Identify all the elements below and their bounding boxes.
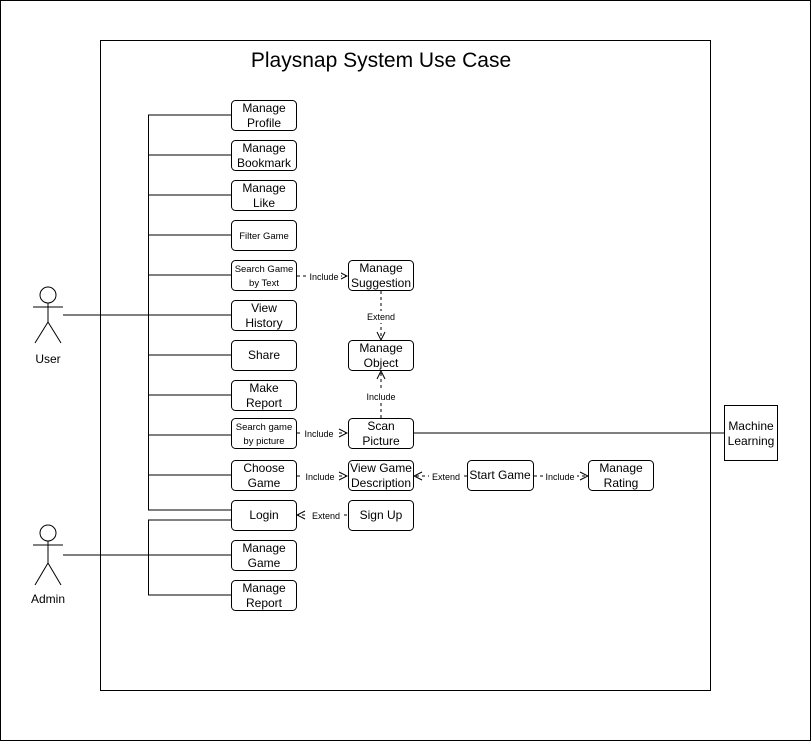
svg-text:Manage: Manage xyxy=(242,181,286,195)
relation-include-rating: Include xyxy=(534,470,588,482)
use-case-manage-bookmark[interactable]: Manage Bookmark xyxy=(231,140,297,171)
use-case-view-game-description[interactable]: View Game Description xyxy=(348,460,414,491)
use-case-sign-up[interactable]: Sign Up xyxy=(348,500,414,531)
svg-text:Learning: Learning xyxy=(728,434,775,448)
label-extend: Extend xyxy=(432,472,460,482)
svg-text:Bookmark: Bookmark xyxy=(237,156,292,170)
use-case-manage-rating[interactable]: Manage Rating xyxy=(588,460,654,491)
svg-text:Suggestion: Suggestion xyxy=(351,276,411,290)
use-case-filter-game[interactable]: Filter Game xyxy=(231,220,297,251)
svg-text:by picture: by picture xyxy=(243,436,284,447)
svg-text:Profile: Profile xyxy=(247,116,281,130)
use-case-search-game-by-picture[interactable]: Search game by picture xyxy=(231,418,297,449)
use-case-search-game-by-text[interactable]: Search Game by Text xyxy=(231,260,297,291)
actor-user-label: User xyxy=(35,352,60,366)
relation-include-suggestion: Include xyxy=(297,270,347,282)
svg-text:Description: Description xyxy=(351,476,411,490)
svg-text:by Text: by Text xyxy=(249,278,279,289)
use-case-manage-object[interactable]: Manage Object xyxy=(348,340,414,371)
svg-text:Like: Like xyxy=(253,196,275,210)
label-extend: Extend xyxy=(367,312,395,322)
svg-text:Share: Share xyxy=(248,348,280,362)
svg-text:Manage: Manage xyxy=(242,101,286,115)
svg-text:Manage: Manage xyxy=(359,341,403,355)
relation-extend-object: Extend xyxy=(364,291,398,340)
label-include: Include xyxy=(309,272,338,282)
use-case-manage-like[interactable]: Manage Like xyxy=(231,180,297,211)
user-associations xyxy=(63,114,231,511)
svg-text:Filter Game: Filter Game xyxy=(239,231,289,242)
label-extend: Extend xyxy=(312,511,340,521)
svg-text:Picture: Picture xyxy=(362,434,400,448)
svg-text:Manage: Manage xyxy=(599,461,643,475)
label-include: Include xyxy=(366,392,395,402)
use-case-start-game[interactable]: Start Game xyxy=(467,460,534,491)
actor-admin-label: Admin xyxy=(31,592,65,606)
svg-text:Search game: Search game xyxy=(236,422,293,433)
use-case-login[interactable]: Login xyxy=(231,500,297,531)
use-case-manage-profile[interactable]: Manage Profile xyxy=(231,100,297,131)
svg-text:Machine: Machine xyxy=(728,419,774,433)
svg-text:Sign Up: Sign Up xyxy=(360,508,403,522)
svg-text:Game: Game xyxy=(248,476,281,490)
svg-text:Login: Login xyxy=(249,508,278,522)
relation-include-object: Include xyxy=(364,371,398,418)
relation-include-scan: Include xyxy=(297,427,347,439)
relation-extend-login: Extend xyxy=(297,509,347,521)
use-case-make-report[interactable]: Make Report xyxy=(231,380,297,411)
svg-text:Manage: Manage xyxy=(242,581,286,595)
admin-associations xyxy=(63,519,231,596)
svg-text:Object: Object xyxy=(364,356,399,370)
actor-admin[interactable]: Admin xyxy=(31,524,65,606)
use-case-manage-report[interactable]: Manage Report xyxy=(231,580,297,611)
svg-text:History: History xyxy=(245,316,282,330)
label-include: Include xyxy=(545,472,574,482)
svg-text:Choose: Choose xyxy=(243,461,285,475)
use-case-scan-picture[interactable]: Scan Picture xyxy=(348,418,414,449)
actor-user[interactable]: User xyxy=(33,286,63,366)
label-include: Include xyxy=(305,472,334,482)
svg-text:Game: Game xyxy=(248,556,281,570)
system-boundary xyxy=(100,40,711,691)
label-include: Include xyxy=(304,429,333,439)
svg-text:Report: Report xyxy=(246,596,283,610)
use-case-choose-game[interactable]: Choose Game xyxy=(231,460,297,491)
svg-text:Scan: Scan xyxy=(367,419,394,433)
svg-text:Make: Make xyxy=(249,381,279,395)
svg-text:View Game: View Game xyxy=(350,461,412,475)
use-case-manage-game[interactable]: Manage Game xyxy=(231,540,297,571)
use-case-manage-suggestion[interactable]: Manage Suggestion xyxy=(348,260,414,291)
svg-text:Manage: Manage xyxy=(359,261,403,275)
svg-text:Start Game: Start Game xyxy=(469,468,531,482)
svg-text:Report: Report xyxy=(246,396,283,410)
svg-text:Manage: Manage xyxy=(242,141,286,155)
svg-text:Manage: Manage xyxy=(242,541,286,555)
svg-text:Search Game: Search Game xyxy=(235,264,294,275)
diagram-title: Playsnap System Use Case xyxy=(251,49,511,72)
svg-text:Rating: Rating xyxy=(604,476,639,490)
external-system-machine-learning[interactable]: Machine Learning xyxy=(724,405,778,461)
use-case-view-history[interactable]: View History xyxy=(231,300,297,331)
relation-extend-description: Extend xyxy=(414,470,467,482)
use-case-share[interactable]: Share xyxy=(231,340,297,371)
svg-text:View: View xyxy=(251,301,277,315)
relation-include-description: Include xyxy=(297,470,347,482)
